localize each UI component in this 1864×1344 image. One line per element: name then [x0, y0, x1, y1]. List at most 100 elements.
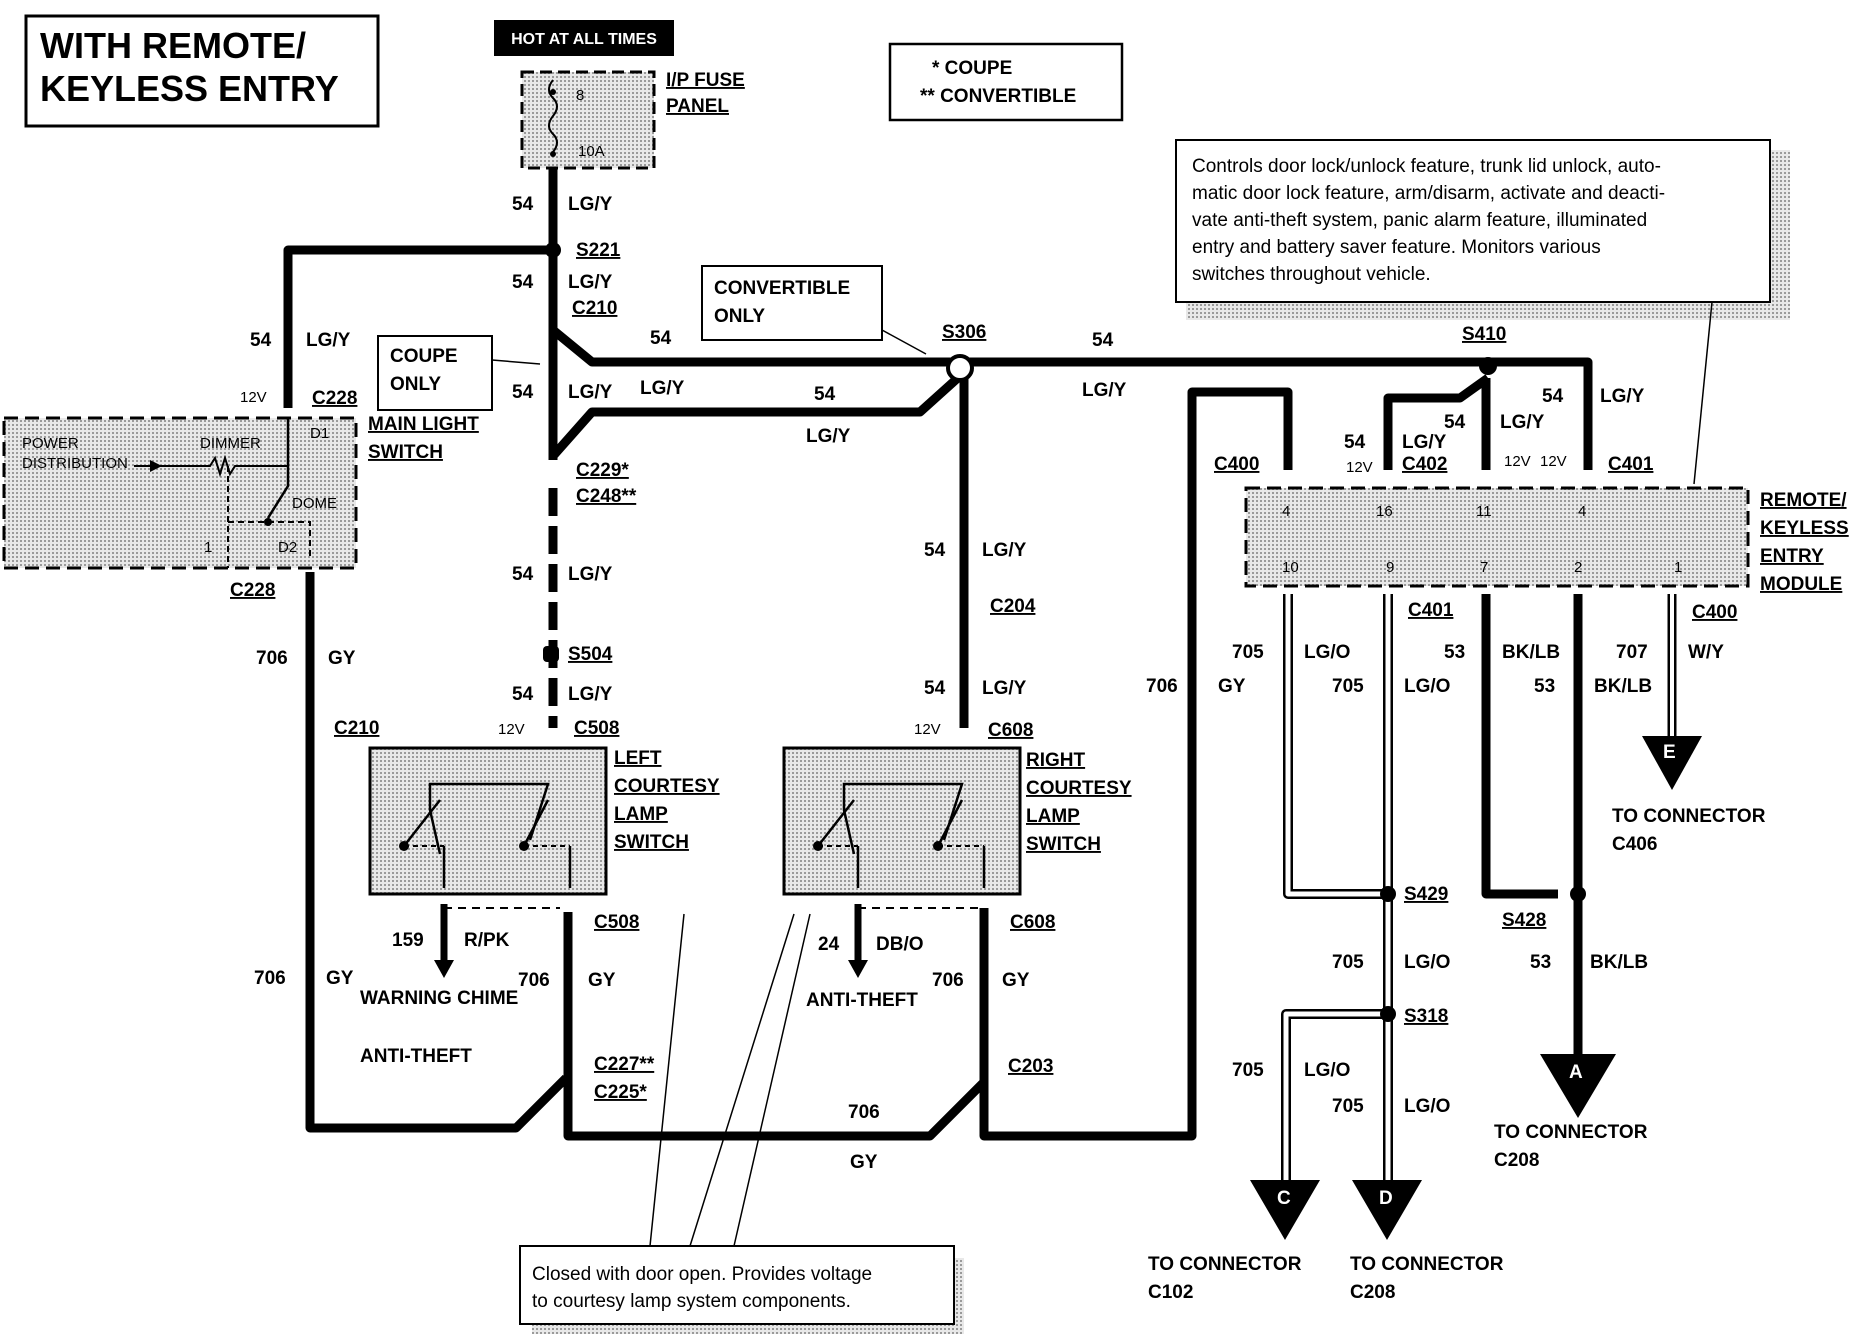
label-c402: C402: [1402, 454, 1447, 475]
lgy-d: LG/Y: [568, 382, 613, 403]
right-switch-name-4: SWITCH: [1026, 834, 1101, 855]
bklb-b: BK/LB: [1594, 676, 1652, 697]
switch-note: Closed with door open. Provides voltage …: [519, 913, 964, 1334]
label-c227: C227**: [594, 1054, 655, 1075]
splice-s504: [543, 646, 559, 662]
lgy-k: LG/Y: [982, 678, 1027, 699]
label-c400-top: C400: [1214, 454, 1259, 475]
to-connector-e: TO CONNECTOR: [1612, 806, 1766, 827]
module-pin-bottom-2: 9: [1386, 559, 1394, 576]
c706-e: 706: [848, 1102, 880, 1123]
label-c508-top: C508: [574, 718, 619, 739]
c54-f: 54: [814, 384, 836, 405]
label-c228-top: C228: [312, 388, 357, 409]
gy-b: GY: [326, 968, 354, 989]
right-courtesy-lamp-switch: RIGHT COURTESY LAMP SWITCH: [782, 746, 1132, 896]
label-c248: C248**: [576, 486, 637, 507]
lgy-g: LG/Y: [1082, 380, 1127, 401]
wire-54-s221-to-c228: [283, 245, 553, 408]
splice-s306: [946, 354, 974, 382]
lgy-l: LG/Y: [1402, 432, 1447, 453]
label-s221: S221: [576, 240, 621, 261]
left-switch-name-3: LAMP: [614, 804, 668, 825]
c54-d: 54: [512, 382, 534, 403]
gy-e: GY: [850, 1152, 878, 1173]
v12-c: 12V: [914, 721, 941, 738]
wires: [283, 168, 1677, 1141]
wire-54-coupe-branch: [549, 372, 964, 459]
v12-e: 12V: [1504, 453, 1531, 470]
c705-d: 705: [1232, 1060, 1264, 1081]
c706-a: 706: [256, 648, 288, 669]
c705-b: 705: [1332, 676, 1364, 697]
connector-c208-a: C208: [1494, 1150, 1539, 1171]
c54-n: 54: [1542, 386, 1564, 407]
title-box: WITH REMOTE/ KEYLESS ENTRY: [24, 14, 380, 128]
label-s410: S410: [1462, 324, 1506, 345]
gy-c: GY: [588, 970, 616, 991]
left-switch-name-1: LEFT: [614, 748, 662, 769]
label-c608-top: C608: [988, 720, 1033, 741]
connector-c406: C406: [1612, 834, 1657, 855]
fuse-rating: 10A: [578, 143, 605, 160]
left-switch-name-2: COURTESY: [614, 776, 720, 797]
module-pin-bottom-1: 10: [1282, 559, 1299, 576]
lgy-h: LG/Y: [568, 564, 613, 585]
gy-d: GY: [1002, 970, 1030, 991]
title-line-2: KEYLESS ENTRY: [40, 68, 339, 109]
dimmer-label: DIMMER: [200, 435, 261, 452]
splice-s428: [1570, 886, 1586, 902]
coupe-only-2: ONLY: [390, 374, 441, 395]
anti-theft-label-right: ANTI-THEFT: [806, 990, 918, 1011]
module-note-line-5: switches throughout vehicle.: [1192, 264, 1431, 285]
v12-a: 12V: [240, 389, 267, 406]
wire-53-pin7: [1481, 594, 1558, 899]
module-pin-top-1: 4: [1282, 503, 1290, 520]
switch-note-line-2: to courtesy lamp system components.: [532, 1291, 851, 1312]
destinations: WARNING CHIME ANTI-THEFT ANTI-THEFT E TO…: [360, 736, 1766, 1303]
connector-c102: C102: [1148, 1282, 1193, 1303]
module-note: Controls door lock/unlock feature, trunk…: [1175, 139, 1790, 485]
hot-text: HOT AT ALL TIMES: [511, 31, 657, 48]
fuse-number: 8: [576, 87, 584, 104]
lgo-e: LG/O: [1404, 1096, 1450, 1117]
convertible-only-1: CONVERTIBLE: [714, 278, 850, 299]
c706-b: 706: [254, 968, 286, 989]
c24: 24: [818, 934, 840, 955]
lgy-n: LG/Y: [1600, 386, 1645, 407]
label-c400-bottom: C400: [1692, 602, 1737, 623]
c53-b: 53: [1534, 676, 1555, 697]
c705-c: 705: [1332, 952, 1364, 973]
ip-fuse-panel: 8 10A I/P FUSE PANEL: [520, 70, 745, 170]
power-distribution-2: DISTRIBUTION: [22, 455, 128, 472]
power-distribution-1: POWER: [22, 435, 79, 452]
gy-a: GY: [328, 648, 356, 669]
convertible-only-box: CONVERTIBLE ONLY: [701, 265, 927, 355]
dbo: DB/O: [876, 934, 924, 955]
splice-s429: [1380, 886, 1396, 902]
anti-theft-label-left: ANTI-THEFT: [360, 1046, 472, 1067]
legend-coupe: * COUPE: [932, 58, 1012, 79]
connector-labels: S221 C210 C228 C228 C210 C229* C248** S5…: [230, 240, 1737, 1103]
label-s504: S504: [568, 644, 613, 665]
lgy-b: LG/Y: [568, 272, 613, 293]
module-name-1: REMOTE/: [1760, 490, 1847, 511]
circuit-labels: 54 LG/Y 54 LG/Y 54 LG/Y 12V 54 LG/Y LG/Y…: [240, 194, 1724, 1173]
lgy-e: LG/Y: [640, 378, 685, 399]
main-light-switch: POWER DISTRIBUTION DIMMER DOME D1 D2 1 M…: [2, 414, 479, 570]
to-connector-d: TO CONNECTOR: [1350, 1254, 1504, 1275]
label-c210-top: C210: [572, 298, 617, 319]
fuse-panel-name-1: I/P FUSE: [666, 70, 745, 91]
wire-706-c608-to-c400: [979, 387, 1293, 1141]
arrow-anti-theft: [848, 960, 868, 978]
label-c401-bottom: C401: [1408, 600, 1454, 621]
coupe-only-1: COUPE: [390, 346, 458, 367]
c53-a: 53: [1444, 642, 1465, 663]
to-connector-c: TO CONNECTOR: [1148, 1254, 1302, 1275]
label-c229: C229*: [576, 460, 629, 481]
lgy-a: LG/Y: [568, 194, 613, 215]
connector-d-arrow: [1352, 1180, 1422, 1240]
wire-706-c228-to-c210: [305, 572, 570, 1133]
gy-f: GY: [1218, 676, 1246, 697]
